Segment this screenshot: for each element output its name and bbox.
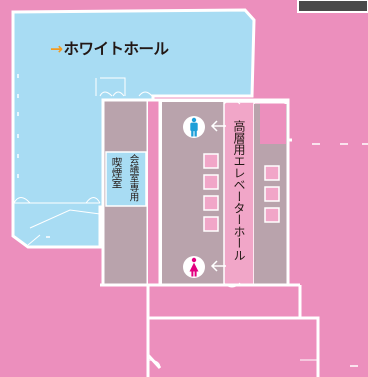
lower-area-walls [146, 285, 320, 377]
hall-lines [13, 77, 126, 246]
orange-arrow-icon: → [50, 40, 63, 58]
white-hall-name: ホワイトホール [63, 40, 170, 58]
white-hall-label: →ホワイトホール [50, 37, 169, 59]
elevator-doors-left [203, 153, 219, 232]
elevator-hall-door-arcs [223, 99, 241, 288]
restroom-men-icon [183, 116, 205, 138]
smoking-room-label-line1: 会議室専用 [127, 154, 139, 202]
elevator-hall-label: 高層用エレベーターホール [232, 120, 246, 261]
restroom-women-icon [183, 256, 205, 278]
smoking-room [105, 151, 147, 207]
elevator-walls [100, 98, 300, 287]
elevator-doors-right [264, 165, 280, 223]
restroom-arrows [210, 120, 226, 272]
hall-doors [99, 91, 153, 97]
top-right-image [298, 0, 368, 12]
smoking-room-label-line2: 喫煙室 [110, 157, 123, 189]
lower-area-lines [147, 359, 318, 369]
hall-ticks [17, 74, 50, 238]
right-edge-ticks [312, 143, 368, 367]
